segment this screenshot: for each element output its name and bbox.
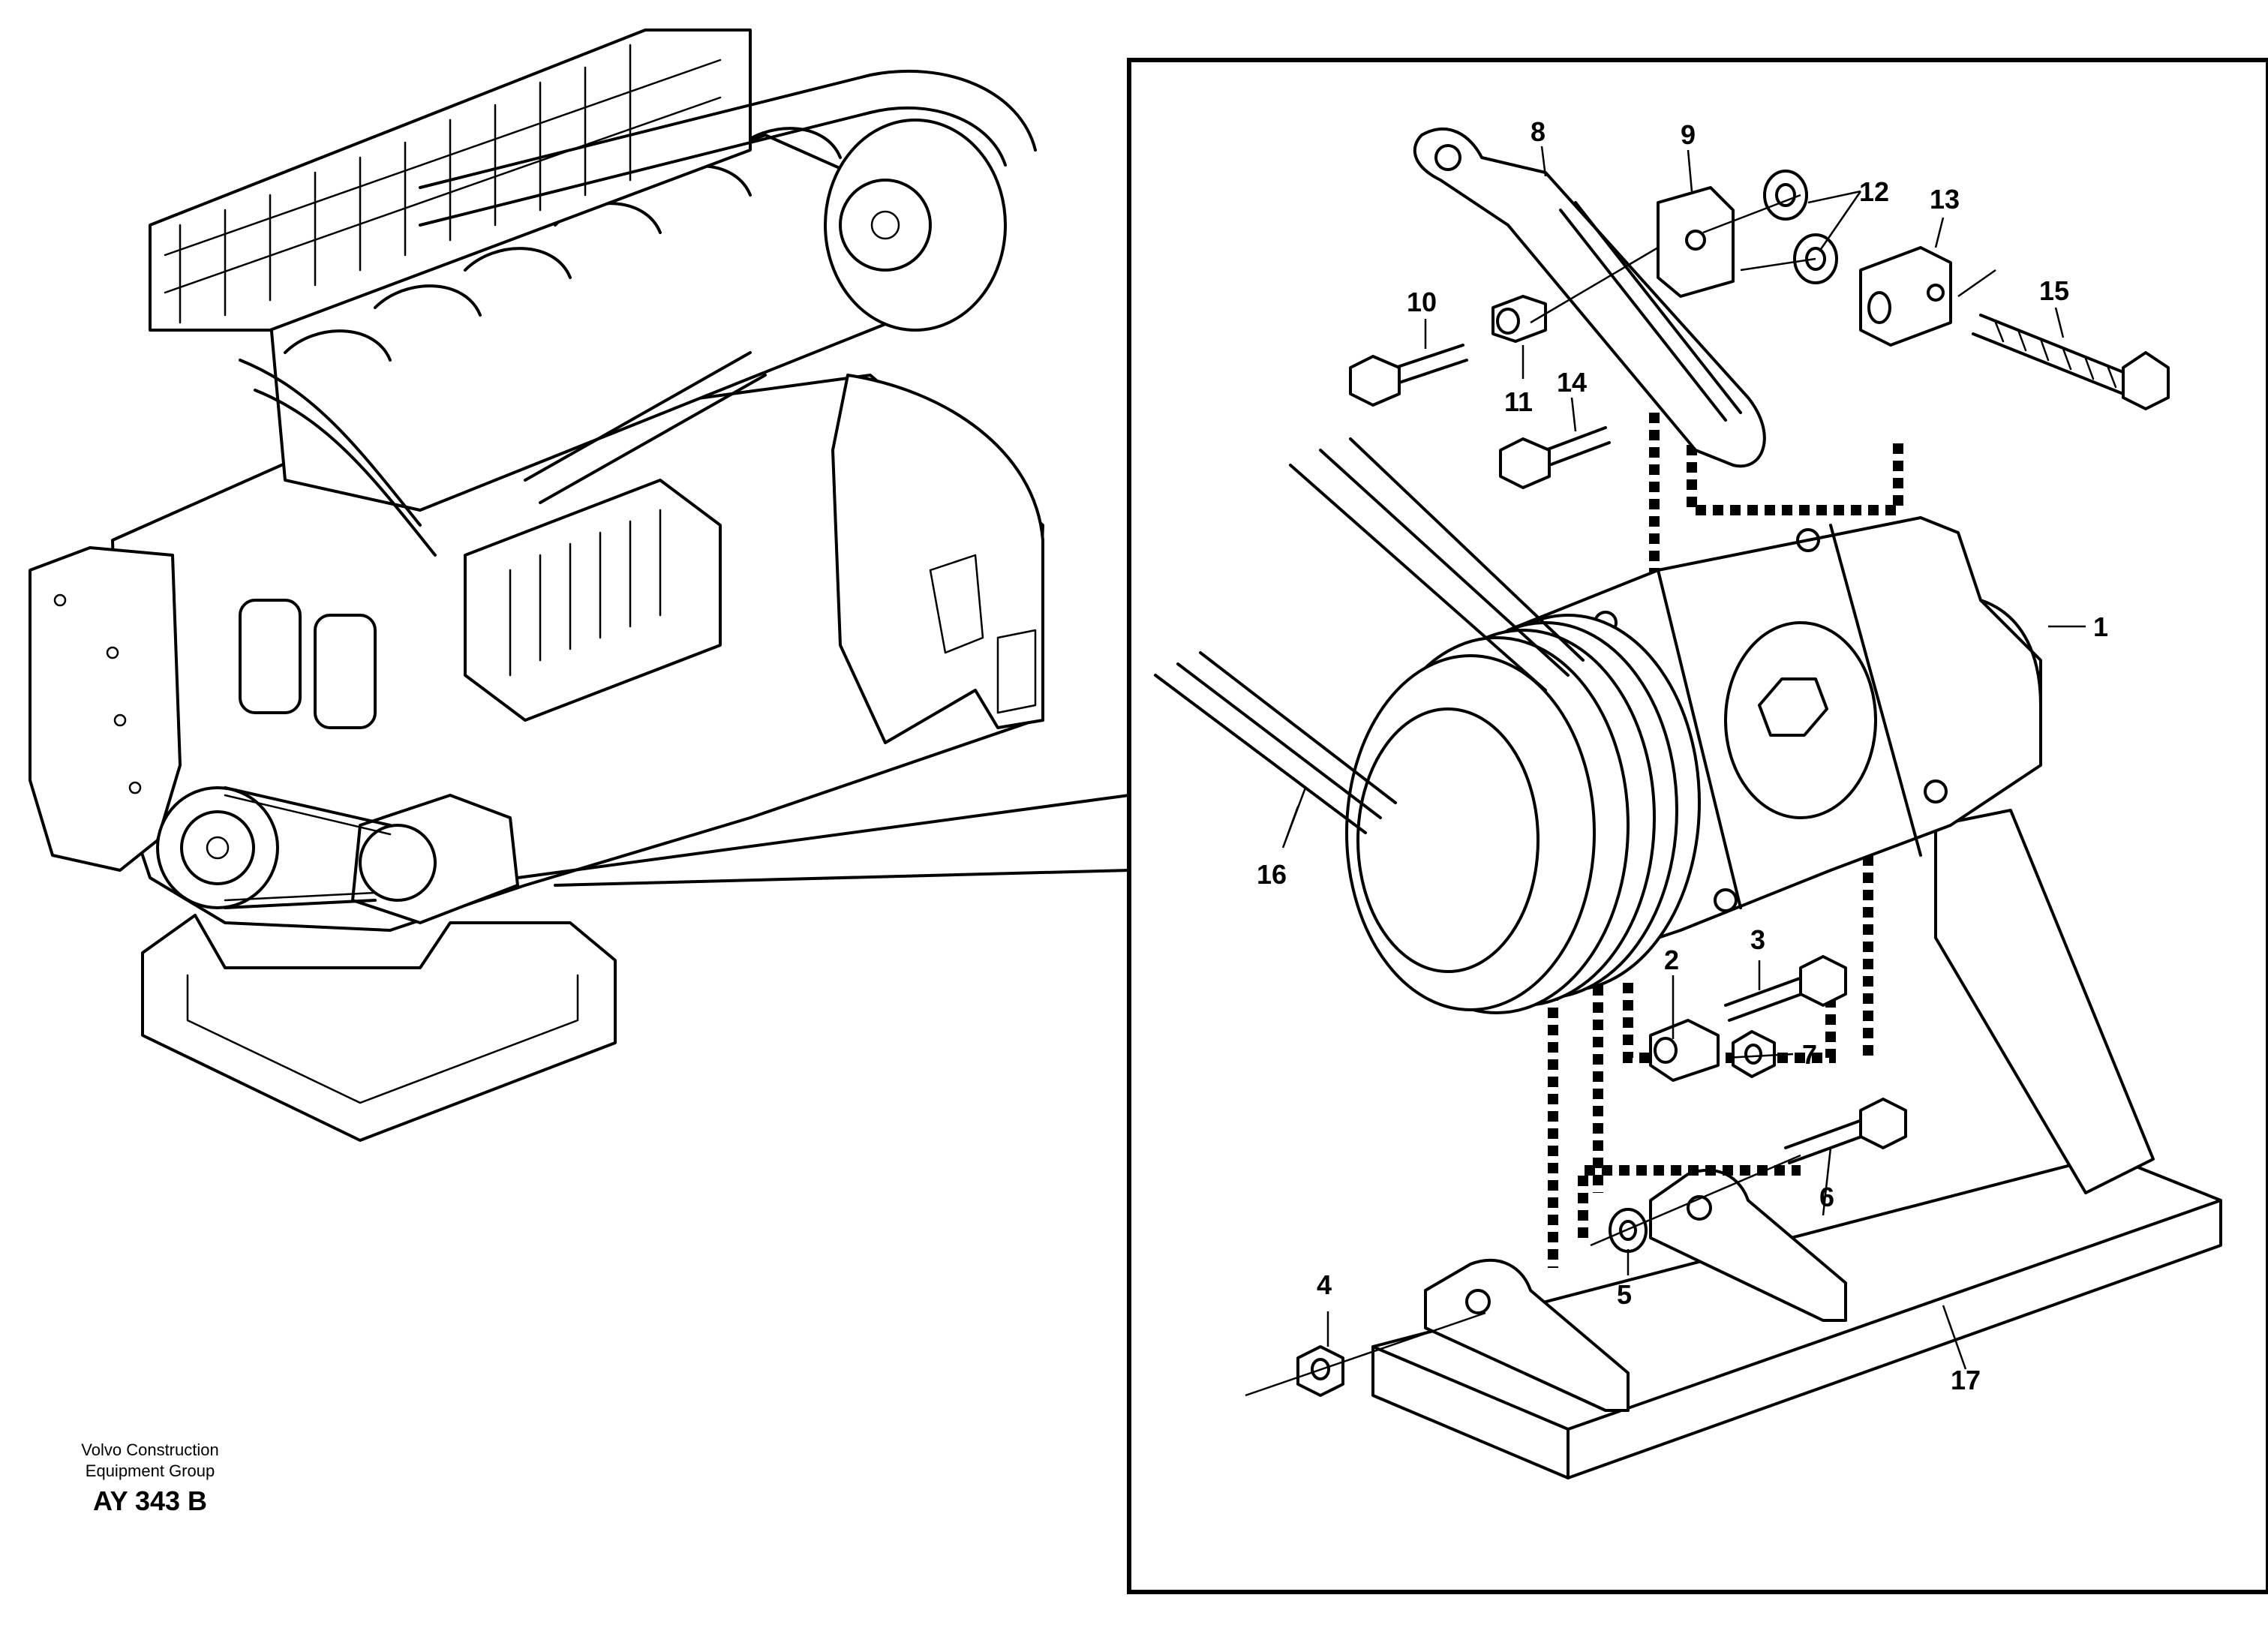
- callout-2: 2: [1664, 945, 1679, 975]
- credit-line-1: Volvo Construction: [81, 1440, 218, 1459]
- callout-15: 15: [2039, 275, 2069, 306]
- callout-5: 5: [1617, 1279, 1632, 1310]
- compressor-detail: [1154, 127, 2222, 1479]
- callout-11: 11: [1504, 386, 1533, 417]
- callout-14: 14: [1557, 367, 1587, 398]
- callout-8: 8: [1531, 116, 1546, 147]
- leader-lines: [1245, 146, 2086, 1397]
- credit-block: Volvo Construction Equipment Group AY 34…: [81, 1440, 218, 1516]
- callout-1: 1: [2093, 611, 2108, 642]
- credit-line-2: Equipment Group: [86, 1461, 215, 1480]
- callout-6: 6: [1819, 1182, 1834, 1212]
- callout-17: 17: [1951, 1365, 1981, 1395]
- detail-frame: [1127, 58, 2268, 1594]
- callout-4: 4: [1317, 1269, 1332, 1300]
- callout-3: 3: [1750, 924, 1765, 955]
- zoom-connector: [516, 794, 1131, 887]
- callout-10: 10: [1407, 287, 1437, 317]
- callout-labels: 1 2 3 4 5 6 7 8 9 10 11 12 13 14 15 16 1…: [1257, 116, 2108, 1395]
- callout-12: 12: [1859, 176, 1889, 207]
- engine-overview: [29, 29, 1044, 1142]
- callout-7: 7: [1802, 1039, 1817, 1070]
- figure-code: AY 343 B: [93, 1485, 207, 1516]
- callout-9: 9: [1681, 119, 1696, 150]
- callout-16: 16: [1257, 859, 1287, 890]
- callout-13: 13: [1930, 184, 1960, 215]
